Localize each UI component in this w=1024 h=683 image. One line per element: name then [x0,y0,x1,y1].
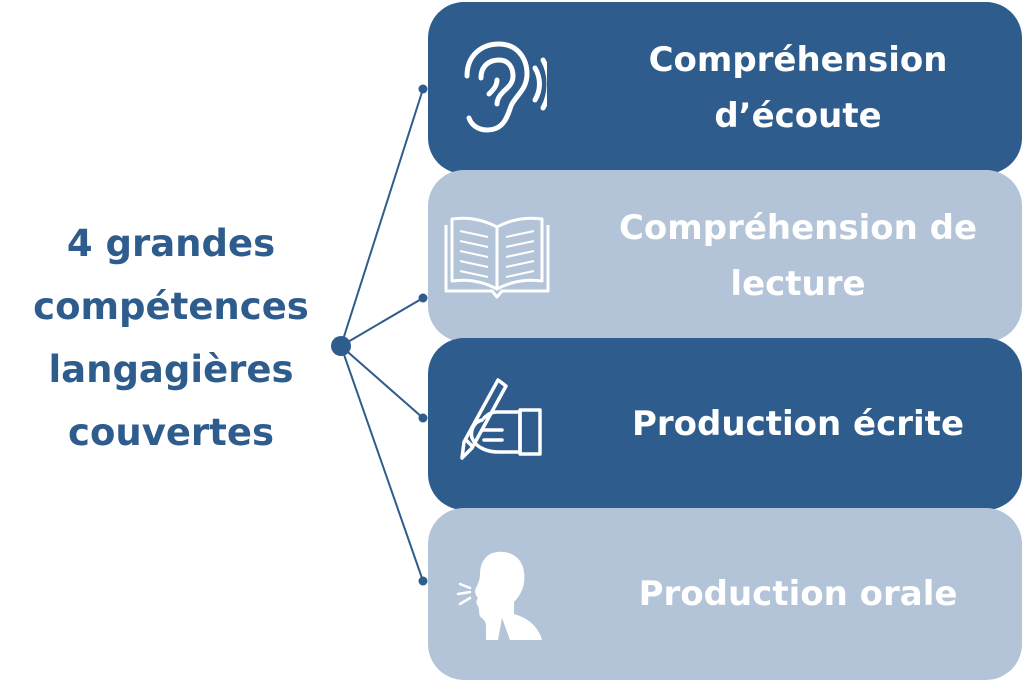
title-line-1: 4 grandes [66,222,276,265]
title-line-2: compétences [33,285,309,328]
speaking-head-icon [442,544,552,644]
book-icon [442,206,552,306]
connector-end-dot-1 [418,84,428,94]
skill-label-reading-line-2: lecture [730,264,866,304]
connector-line-4 [340,345,424,582]
skill-box-writing: Production écrite [428,338,1022,510]
connector-end-dot-4 [418,576,428,586]
writing-hand-icon [442,374,552,474]
skill-label-listening-line-2: d’écoute [714,96,882,136]
connector-line-3 [340,345,424,419]
ear-icon [442,38,552,138]
skill-label-reading-line-1: Compréhension de [618,208,978,248]
skill-box-speaking: Production orale [428,508,1022,680]
title-line-4: couvertes [68,411,274,454]
connector-line-1 [340,88,424,347]
skill-label-writing: Production écrite [588,396,1008,452]
connector-end-dot-3 [418,413,428,423]
connector-line-2 [340,297,424,347]
skill-box-reading: Compréhension de lecture [428,170,1022,342]
skill-label-listening-line-1: Compréhension [648,40,948,80]
connector-end-dot-2 [418,293,428,303]
hub-node [331,336,351,356]
skill-label-speaking: Production orale [588,566,1008,622]
skill-label-speaking-line-1: Production orale [638,574,958,614]
skill-label-reading: Compréhension de lecture [588,200,1008,312]
title-line-3: langagières [48,348,294,391]
skill-label-listening: Compréhension d’écoute [588,32,1008,144]
skill-box-listening: Compréhension d’écoute [428,2,1022,174]
diagram-title: 4 grandes compétences langagières couver… [0,212,342,464]
skill-label-writing-line-1: Production écrite [632,404,964,444]
